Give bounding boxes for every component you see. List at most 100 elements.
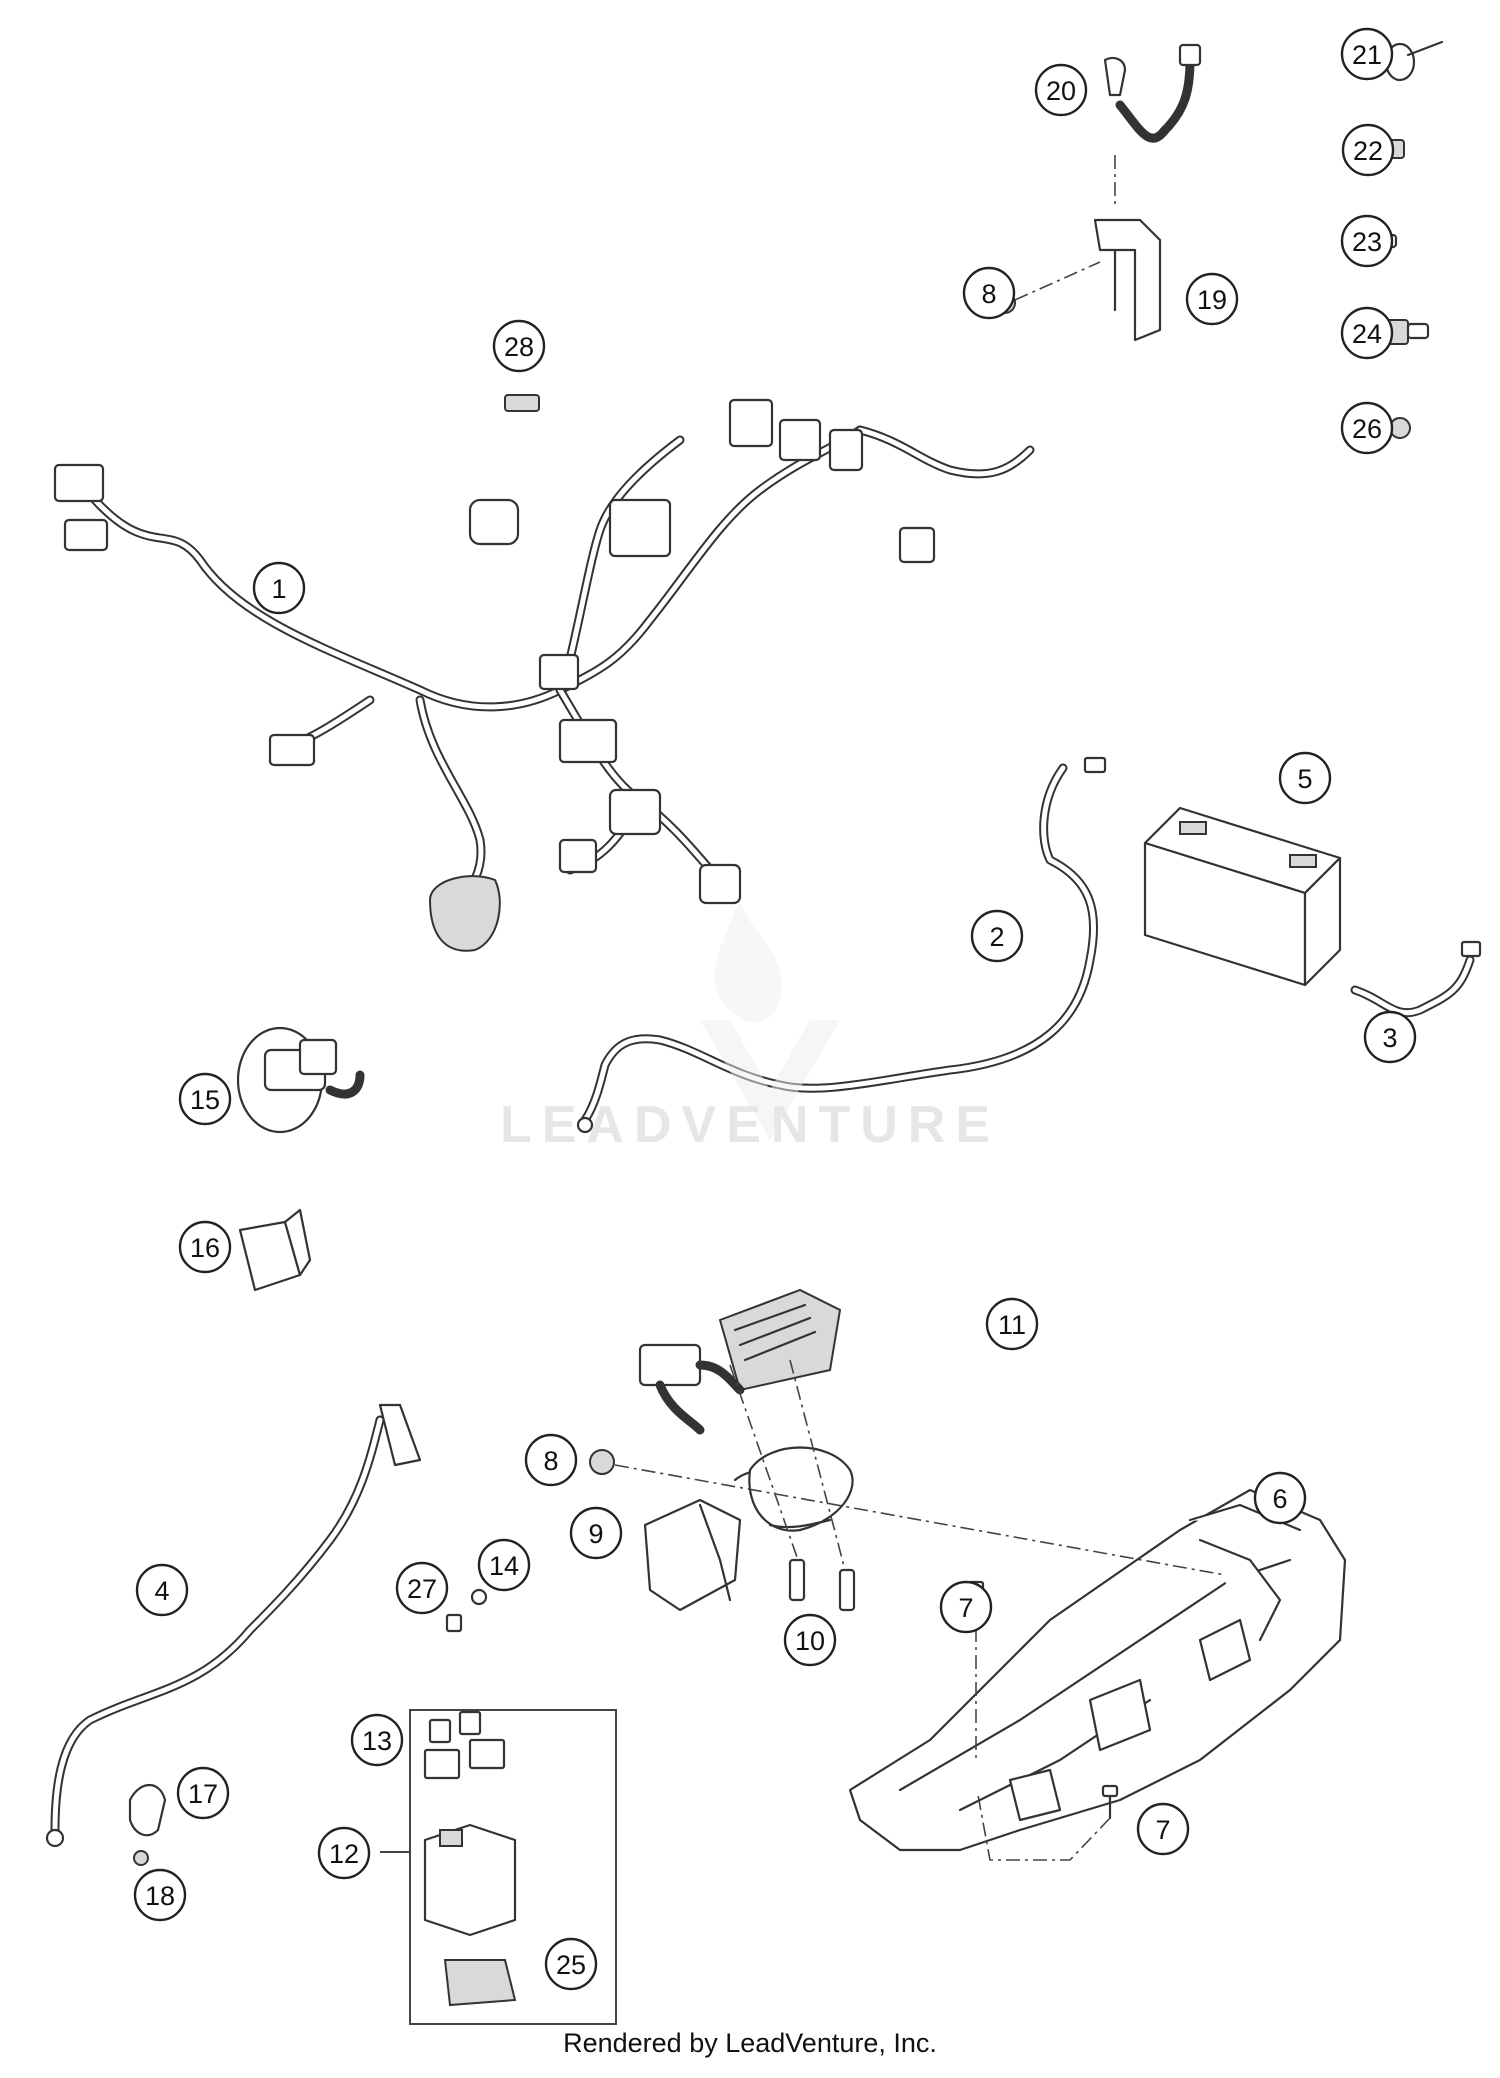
callout-circle <box>1136 1802 1190 1856</box>
callout-circle <box>252 561 306 615</box>
callout-circle <box>783 1613 837 1667</box>
callout-10[interactable]: 10 <box>783 1613 837 1667</box>
starter-relay-group[interactable] <box>380 1709 617 2025</box>
callout-17[interactable]: 17 <box>176 1766 230 1820</box>
callout-22[interactable]: 22 <box>1341 123 1395 177</box>
callout-circle <box>1340 27 1394 81</box>
watermark-logo <box>700 900 840 1140</box>
part-15[interactable] <box>236 1026 365 1134</box>
callout-label: 10 <box>795 1626 825 1656</box>
callout-label: 9 <box>588 1519 603 1549</box>
callout-circle <box>1340 306 1394 360</box>
callout-label: 8 <box>543 1446 558 1476</box>
callout-circle <box>962 266 1016 320</box>
part-13-small[interactable] <box>428 1710 482 1744</box>
callout-4[interactable]: 4 <box>135 1563 189 1617</box>
footer-credit: Rendered by LeadVenture, Inc. <box>563 2028 937 2058</box>
callout-circle <box>970 909 1024 963</box>
callout-label: 5 <box>1297 764 1312 794</box>
callout-14[interactable]: 14 <box>477 1538 531 1592</box>
positive-cable[interactable] <box>576 756 1107 1134</box>
battery[interactable] <box>1143 806 1342 987</box>
callout-circle <box>395 1561 449 1615</box>
callout-24[interactable]: 24 <box>1340 306 1394 360</box>
battery-housing[interactable] <box>848 1488 1347 1852</box>
cable-4[interactable] <box>45 1403 422 1848</box>
callout-6[interactable]: 6 <box>1253 1471 1307 1525</box>
callout-label: 21 <box>1352 40 1382 70</box>
part-27-small[interactable] <box>445 1613 463 1633</box>
callout-circle <box>133 1868 187 1922</box>
voltage-regulator[interactable] <box>638 1288 842 1435</box>
callout-8[interactable]: 8 <box>962 266 1016 320</box>
callout-group: 1234567788910111213141516171819202122232… <box>133 27 1417 1991</box>
callout-26[interactable]: 26 <box>1340 401 1394 455</box>
callout-label: 15 <box>190 1085 220 1115</box>
sensors[interactable] <box>788 1558 856 1612</box>
callout-label: 14 <box>489 1551 519 1581</box>
callout-circle <box>1253 1471 1307 1525</box>
part-21-cable-tie[interactable] <box>1384 40 1444 82</box>
callout-circle <box>544 1937 598 1991</box>
callout-circle <box>1278 751 1332 805</box>
callout-circle <box>1341 123 1395 177</box>
callout-7[interactable]: 7 <box>1136 1802 1190 1856</box>
part-19-bracket[interactable] <box>1093 218 1162 342</box>
watermark-text: LEADVENTURE <box>499 1096 1001 1154</box>
part-20-sensor[interactable] <box>1103 43 1202 143</box>
leader-lines <box>614 155 1226 1861</box>
callout-3[interactable]: 3 <box>1363 1010 1417 1064</box>
callout-15[interactable]: 15 <box>178 1072 232 1126</box>
callout-label: 18 <box>145 1881 175 1911</box>
callout-label: 17 <box>188 1779 218 1809</box>
callout-7[interactable]: 7 <box>939 1580 993 1634</box>
part-17[interactable] <box>128 1783 167 1837</box>
wiring-harness[interactable] <box>53 398 1035 952</box>
part-14-small[interactable] <box>470 1588 488 1606</box>
callout-circle <box>178 1072 232 1126</box>
callout-label: 24 <box>1352 319 1382 349</box>
part-18[interactable] <box>133 1850 149 1866</box>
callout-label: 8 <box>981 279 996 309</box>
callout-2[interactable]: 2 <box>970 909 1024 963</box>
callout-19[interactable]: 19 <box>1185 272 1239 326</box>
fuse[interactable] <box>504 394 540 412</box>
callout-label: 12 <box>329 1839 359 1869</box>
callout-28[interactable]: 28 <box>492 319 546 373</box>
callout-20[interactable]: 20 <box>1034 63 1088 117</box>
callout-label: 7 <box>1155 1815 1170 1845</box>
callout-16[interactable]: 16 <box>178 1220 232 1274</box>
callout-9[interactable]: 9 <box>569 1506 623 1560</box>
callout-label: 19 <box>1197 285 1227 315</box>
callout-5[interactable]: 5 <box>1278 751 1332 805</box>
screw-lower[interactable] <box>1101 1784 1119 1820</box>
callout-circle <box>1034 63 1088 117</box>
nut-lower[interactable] <box>589 1449 615 1475</box>
regulator-bracket[interactable] <box>748 1446 854 1532</box>
callout-label: 16 <box>190 1233 220 1263</box>
callout-8[interactable]: 8 <box>524 1433 578 1487</box>
callout-13[interactable]: 13 <box>350 1713 404 1767</box>
callout-27[interactable]: 27 <box>395 1561 449 1615</box>
callout-1[interactable]: 1 <box>252 561 306 615</box>
callout-label: 13 <box>362 1726 392 1756</box>
callout-11[interactable]: 11 <box>985 1297 1039 1351</box>
part-9-holder[interactable] <box>643 1470 802 1612</box>
callout-12[interactable]: 12 <box>317 1826 371 1880</box>
callout-21[interactable]: 21 <box>1340 27 1394 81</box>
callout-label: 28 <box>504 332 534 362</box>
callout-label: 2 <box>989 922 1004 952</box>
callout-label: 1 <box>271 574 286 604</box>
negative-cable[interactable] <box>1350 940 1482 1018</box>
callout-23[interactable]: 23 <box>1340 214 1394 268</box>
callout-label: 22 <box>1353 136 1383 166</box>
callout-label: 23 <box>1352 227 1382 257</box>
callout-label: 27 <box>407 1574 437 1604</box>
callout-25[interactable]: 25 <box>544 1937 598 1991</box>
callout-circle <box>350 1713 404 1767</box>
callout-circle <box>1185 272 1239 326</box>
part-16[interactable] <box>238 1208 312 1292</box>
callout-18[interactable]: 18 <box>133 1868 187 1922</box>
callout-circle <box>569 1506 623 1560</box>
